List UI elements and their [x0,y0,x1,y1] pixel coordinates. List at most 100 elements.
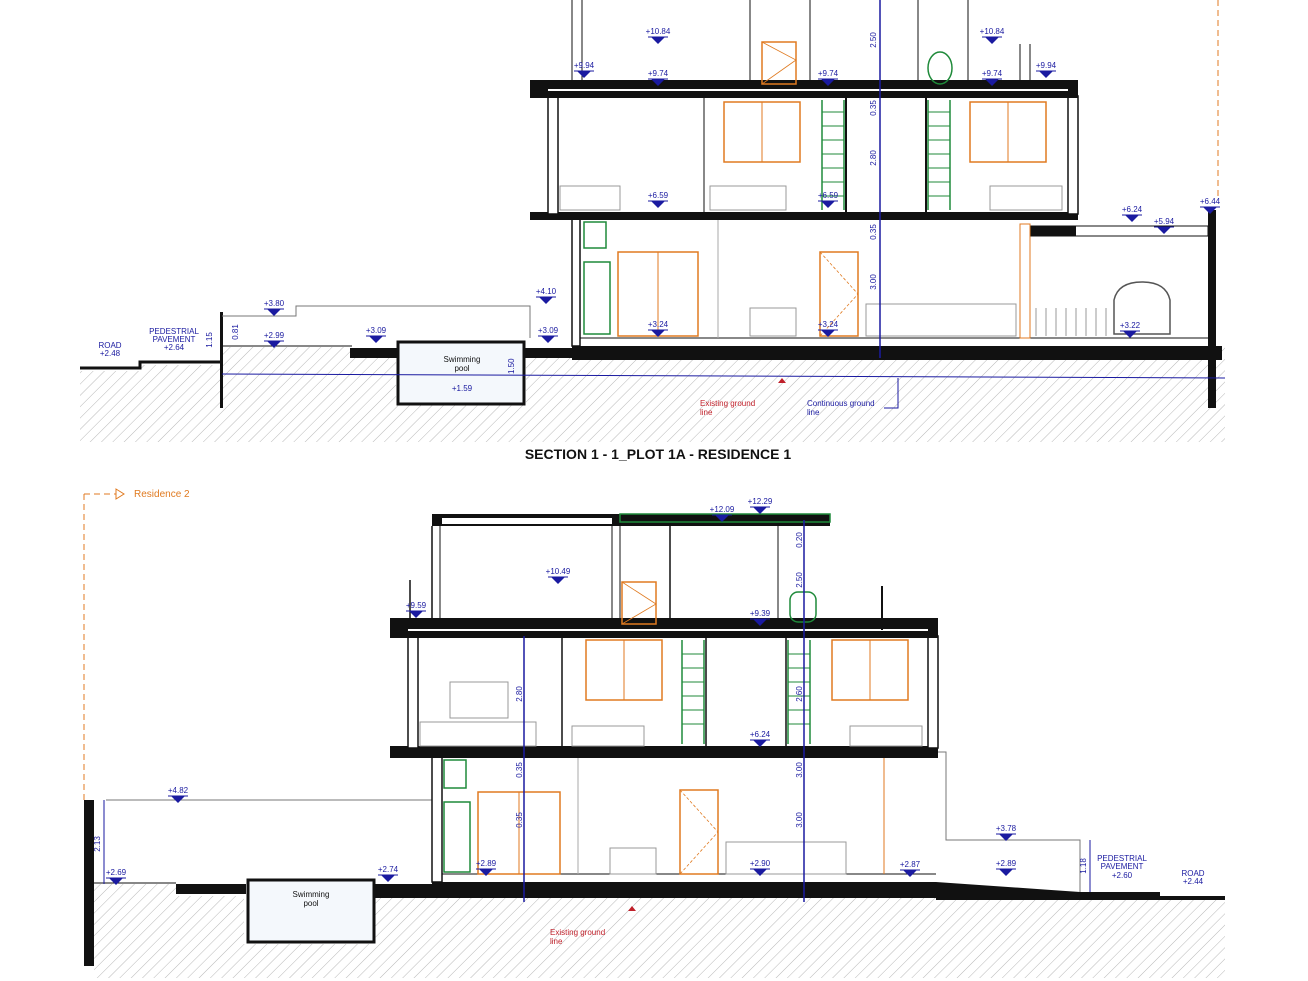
level-triangle-icon [651,330,665,337]
level-triangle-icon [903,870,917,877]
bottom-level-marker: +12.09 [710,505,735,522]
top-level-marker: +6.44 [1200,197,1221,214]
top-level-marker: +3.22 [1120,321,1141,338]
bottom-level-marker: +2.90 [750,859,771,876]
road-level-bottom: +2.44 [1183,877,1204,886]
bottom-level-value: +9.39 [750,609,771,618]
bottom-level-marker: +2.74 [378,865,399,882]
level-triangle-icon [753,619,767,626]
section-bottom: Residence 2 [83,488,1225,978]
bottom-dimension-value: 2.13 [93,836,102,852]
road-level-top: +2.48 [100,349,121,358]
bottom-level-marker: +2.87 [900,860,921,877]
level-triangle-icon [171,796,185,803]
level-triangle-icon [985,79,999,86]
top-level-marker: +9.74 [818,69,839,86]
top-dimension-value: 0.81 [231,324,240,340]
ground-line-note-2-bottom: line [550,937,563,946]
section-top: ROAD +2.48 PEDESTRIAL PAVEMENT +2.64 Swi… [80,0,1226,462]
bottom-level-value: +2.90 [750,859,771,868]
bottom-level-marker: +12.29 [748,497,773,514]
bottom-level-value: +9.59 [406,601,427,610]
level-triangle-icon [753,507,767,514]
level-triangle-icon [539,297,553,304]
top-level-marker: +2.99 [264,331,285,348]
pavement-label-1-bottom: PEDESTRIAL [1097,854,1147,863]
bottom-dimension-value: 2.80 [515,686,524,702]
top-level-marker: +10.84 [980,27,1005,44]
residence-2-link[interactable]: Residence 2 [134,489,190,500]
level-triangle-icon [821,330,835,337]
level-triangle-icon [267,341,281,348]
top-dimension-value: 2.50 [869,32,878,48]
level-triangle-icon [715,515,729,522]
bottom-level-value: +2.69 [106,868,127,877]
top-level-marker: +6.59 [818,191,839,208]
bottom-dimension-value: 0.20 [795,532,804,548]
bottom-level-marker: +4.82 [168,786,189,803]
level-triangle-icon [1157,227,1171,234]
ground-hatch-bottom [94,884,1225,978]
bottom-level-value: +6.24 [750,730,771,739]
swimming-pool-bottom [246,878,376,944]
dimension-labels-top: 2.500.352.800.353.001.150.81 [205,32,878,348]
top-level-value: +6.59 [648,191,669,200]
top-level-marker: +9.94 [1036,61,1057,78]
top-level-marker: +3.09 [538,326,559,343]
top-level-marker: +10.84 [646,27,671,44]
bottom-dimension-value: 0.35 [515,812,524,828]
car-icon [1113,281,1171,335]
level-triangle-icon [541,336,555,343]
bottom-level-value: +12.09 [710,505,735,514]
level-triangle-icon [821,201,835,208]
first-slab-bottom [390,746,938,758]
level-triangle-icon [1203,207,1217,214]
swimming-pool-top [396,340,526,406]
bottom-dimension-value: 0.35 [515,762,524,778]
level-triangle-icon [1125,215,1139,222]
pool-label-1-bottom: Swimming [293,890,330,899]
ground-hatch-top [80,347,1225,442]
top-dimension-value: 3.00 [869,274,878,290]
top-level-value: +9.74 [818,69,839,78]
bottom-level-value: +2.74 [378,865,399,874]
top-level-marker: +4.10 [536,287,557,304]
top-level-value: +3.80 [264,299,285,308]
bottom-dimension-value: 3.00 [795,812,804,828]
bottom-level-marker: +9.59 [406,601,427,618]
top-dimension-value: 0.35 [869,100,878,116]
bottom-level-value: +2.87 [900,860,921,869]
pavement-level-bottom: +2.60 [1112,871,1133,880]
top-level-value: +3.24 [818,320,839,329]
section-title: SECTION 1 - 1_PLOT 1A - RESIDENCE 1 [525,446,792,462]
top-level-value: +9.94 [1036,61,1057,70]
level-triangle-icon [651,201,665,208]
roof-slab-bottom [390,618,938,638]
bottom-level-value: +3.78 [996,824,1017,833]
bottom-dimension-value: 2.50 [795,572,804,588]
level-triangle-icon [651,37,665,44]
bottom-level-marker: +2.89 [476,859,497,876]
top-level-marker: +5.94 [1154,217,1175,234]
level-triangle-icon [999,834,1013,841]
first-slab-top [530,212,1078,220]
level-triangle-icon [753,869,767,876]
road-label-bottom: ROAD [1181,869,1204,878]
top-level-marker: +3.80 [264,299,285,316]
top-dimension-value: 2.80 [869,150,878,166]
bottom-dimension-value: 1.18 [1079,858,1088,874]
level-triangle-icon [1039,71,1053,78]
top-level-value: +2.99 [264,331,285,340]
level-triangle-icon [381,875,395,882]
top-level-value: +6.59 [818,191,839,200]
continuous-line-note-1: Continuous ground [807,399,875,408]
bottom-level-marker: +2.69 [106,868,127,885]
bottom-level-value: +12.29 [748,497,773,506]
ground-line-note-2-top: line [700,408,713,417]
retaining-wall [220,312,223,408]
top-level-marker: +9.74 [982,69,1003,86]
level-triangle-icon [985,37,999,44]
pool-label-2-bottom: pool [303,899,318,908]
bottom-level-marker: +6.24 [750,730,771,747]
